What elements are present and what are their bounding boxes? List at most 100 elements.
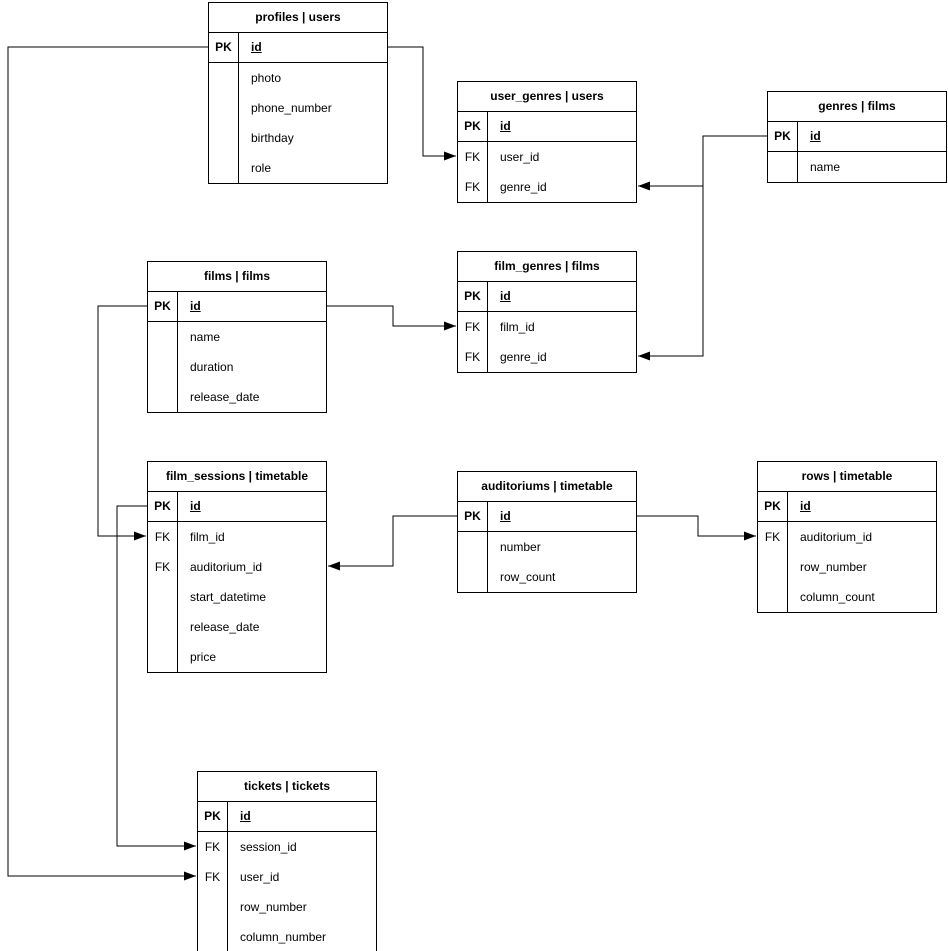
key-label xyxy=(148,322,178,352)
connector-genres-id-to-film-genres-genre-id[interactable] xyxy=(638,135,767,361)
table-row-user_genres-id[interactable]: PK id xyxy=(458,112,636,142)
key-label xyxy=(209,63,239,93)
table-title-genres: genres | films xyxy=(768,92,946,122)
key-label xyxy=(209,123,239,153)
key-label xyxy=(209,93,239,123)
table-row-rows-column_count[interactable]: column_count xyxy=(758,582,936,612)
connector-films-id-to-film-sessions-film-id[interactable] xyxy=(97,305,147,541)
connector-film-sessions-id-to-tickets-session-id[interactable] xyxy=(116,505,196,851)
table-title-tickets: tickets | tickets xyxy=(198,772,376,802)
column-name: user_id xyxy=(240,870,280,884)
table-row-films-duration[interactable]: duration xyxy=(148,352,326,382)
table-row-film_sessions-start_datetime[interactable]: start_datetime xyxy=(148,582,326,612)
table-title-films: films | films xyxy=(148,262,326,292)
key-label: PK xyxy=(458,112,488,141)
table-title-profiles: profiles | users xyxy=(209,3,387,33)
table-row-profiles-birthday[interactable]: birthday xyxy=(209,123,387,153)
column-name: session_id xyxy=(240,840,297,854)
key-label xyxy=(758,582,788,612)
key-label xyxy=(198,892,228,922)
table-row-profiles-photo[interactable]: photo xyxy=(209,63,387,93)
column-name: birthday xyxy=(251,131,294,145)
column-name: id xyxy=(500,119,511,133)
column-name: id xyxy=(190,499,201,513)
key-label: FK xyxy=(458,342,488,372)
table-row-film_genres-genre_id[interactable]: FK genre_id xyxy=(458,342,636,372)
column-name: user_id xyxy=(500,150,540,164)
column-name: role xyxy=(251,161,272,175)
connector-auditoriums-id-to-film-sessions-auditorium-id[interactable] xyxy=(328,515,457,571)
connector-films-id-to-film-genres-film-id[interactable] xyxy=(327,305,456,331)
table-row-films-release_date[interactable]: release_date xyxy=(148,382,326,412)
key-label xyxy=(458,532,488,562)
table-row-tickets-id[interactable]: PK id xyxy=(198,802,376,832)
key-label: PK xyxy=(209,33,239,62)
column-name: id xyxy=(240,809,251,823)
table-row-tickets-column_number[interactable]: column_number xyxy=(198,922,376,951)
table-title-film_genres: film_genres | films xyxy=(458,252,636,282)
connector-profiles-id-to-user-genres-user-id[interactable] xyxy=(388,46,456,161)
column-name: column_count xyxy=(800,590,875,604)
table-title-user_genres: user_genres | users xyxy=(458,82,636,112)
table-row-auditoriums-number[interactable]: number xyxy=(458,532,636,562)
column-name: id xyxy=(500,289,511,303)
key-label: PK xyxy=(768,122,798,151)
key-label: FK xyxy=(198,862,228,892)
key-label: PK xyxy=(198,802,228,831)
column-name: row_count xyxy=(500,570,556,584)
key-label: FK xyxy=(458,142,488,172)
table-row-tickets-row_number[interactable]: row_number xyxy=(198,892,376,922)
connector-profiles-id-to-tickets-user-id[interactable] xyxy=(7,46,208,881)
column-name: duration xyxy=(190,360,234,374)
column-name: id xyxy=(190,299,201,313)
column-name: phone_number xyxy=(251,101,332,115)
table-row-tickets-user_id[interactable]: FK user_id xyxy=(198,862,376,892)
column-name: start_datetime xyxy=(190,590,267,604)
key-label: PK xyxy=(148,292,178,321)
table-row-genres-name[interactable]: name xyxy=(768,152,946,182)
table-row-user_genres-user_id[interactable]: FK user_id xyxy=(458,142,636,172)
table-row-film_sessions-price[interactable]: price xyxy=(148,642,326,672)
key-label xyxy=(148,352,178,382)
table-row-films-name[interactable]: name xyxy=(148,322,326,352)
key-label: FK xyxy=(148,522,178,552)
table-row-film_sessions-id[interactable]: PK id xyxy=(148,492,326,522)
key-label xyxy=(148,582,178,612)
column-name: film_id xyxy=(500,320,535,334)
key-label: PK xyxy=(148,492,178,521)
table-row-profiles-role[interactable]: role xyxy=(209,153,387,183)
connector-auditoriums-id-to-rows-auditorium-id[interactable] xyxy=(637,515,756,541)
table-row-films-id[interactable]: PK id xyxy=(148,292,326,322)
column-name: column_number xyxy=(240,930,327,944)
column-name: name xyxy=(190,330,221,344)
table-row-auditoriums-row_count[interactable]: row_count xyxy=(458,562,636,592)
table-title-rows: rows | timetable xyxy=(758,462,936,492)
table-row-rows-row_number[interactable]: row_number xyxy=(758,552,936,582)
table-row-film_sessions-release_date[interactable]: release_date xyxy=(148,612,326,642)
column-name: auditorium_id xyxy=(800,530,873,544)
column-name: genre_id xyxy=(500,350,547,364)
table-row-profiles-phone_number[interactable]: phone_number xyxy=(209,93,387,123)
